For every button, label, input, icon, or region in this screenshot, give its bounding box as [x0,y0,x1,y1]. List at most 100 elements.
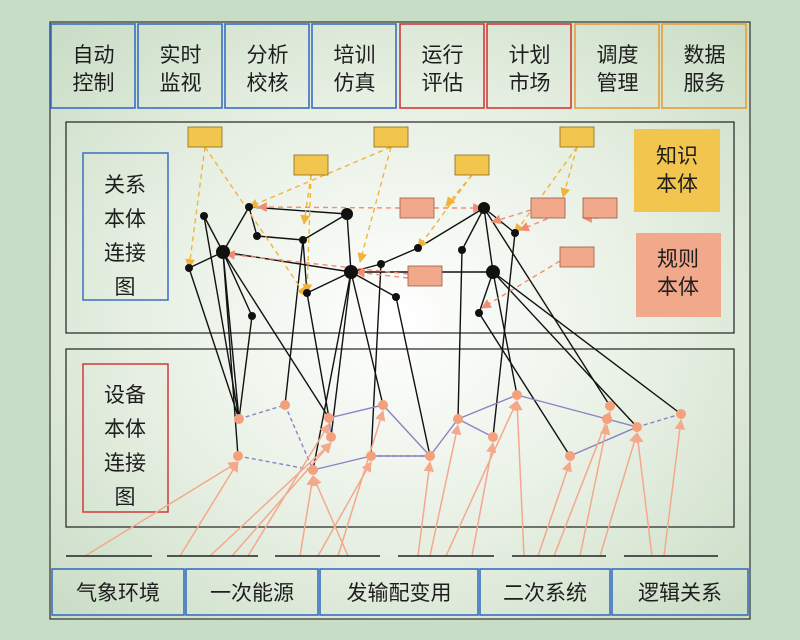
category-box [479,568,611,616]
category-arrow [311,475,349,557]
rule-arrow [519,211,565,232]
relation-node [458,246,466,254]
category-label: 气象环境 [76,581,160,605]
knowledge-arrow [248,146,392,209]
header-tab-line2: 仿真 [334,71,376,95]
header-tab-box [574,23,660,109]
device-edge [382,404,431,457]
knowledge-node [454,154,490,176]
device-edge-dashed [284,404,314,471]
relation-label-line: 连接 [104,241,146,265]
relation-label-line: 图 [115,275,136,299]
header-tab-line2: 控制 [73,71,115,95]
category-arrow [337,409,386,557]
category-arrow [231,442,332,557]
relation-device-edge [222,251,330,419]
relation-device-edge [238,315,253,420]
device-label-line: 设备 [104,383,146,407]
header-tab-box [661,23,747,109]
relation-edge [256,235,304,241]
header-tab-line1: 运行 [422,43,464,67]
header-tab-box [399,23,485,109]
device-node [512,390,522,400]
legend-rule-line: 规则 [657,247,699,271]
device-label-line: 图 [115,485,136,509]
header-tab-line2: 监视 [160,71,202,95]
legend-rule-box [636,233,721,317]
relation-device-edge [457,249,463,420]
device-label-line: 本体 [104,417,146,441]
knowledge-arrow [445,174,473,207]
knowledge-arrow [417,174,473,249]
category-label: 二次系统 [503,581,587,605]
header-tab-line2: 校核 [247,71,289,95]
knowledge-node [373,126,409,148]
device-node [308,465,318,475]
relation-device-edge [492,271,638,428]
relation-device-edge [306,292,330,419]
category-arrow [579,423,611,557]
relation-edge [417,207,485,249]
relation-device-edge [478,312,571,457]
rule-node [399,197,435,219]
header-tab-line2: 市场 [509,71,551,95]
device-node [425,451,435,461]
category-arrow [445,400,518,557]
device-node [366,451,376,461]
device-node [602,414,612,424]
header-tab-box [311,23,397,109]
device-node [280,400,290,410]
category-arrow [471,441,497,557]
relation-device-edge [350,271,384,406]
rule-node [530,197,566,219]
relation-device-edge [370,263,382,457]
category-arrow [84,461,239,557]
relation-node [200,212,208,220]
category-arrow [417,460,435,557]
device-node [326,432,336,442]
relation-node [478,202,490,214]
header-tab-line1: 自动 [73,43,115,67]
relation-edge [306,271,352,294]
rule-arrow [225,250,409,275]
device-node [488,432,498,442]
device-node [233,451,243,461]
rule-node [582,197,618,219]
legend-knowledge-line: 本体 [656,172,698,196]
relation-panel [65,121,735,334]
category-arrow [599,431,640,557]
relation-device-edge [312,271,352,471]
relation-device-edge [330,271,352,438]
relation-node [303,289,311,297]
relation-node [185,264,193,272]
device-edge-dashed [636,413,682,428]
device-label-box [82,363,169,513]
outer-frame [49,21,751,620]
bottom-categories: 气象环境一次能源发输配变用二次系统逻辑关系 [51,568,749,616]
rule-boxes [399,197,618,287]
header-tab-line1: 分析 [247,43,289,67]
relation-node [475,309,483,317]
device-edge-dashed [237,455,314,471]
relation-node [248,312,256,320]
knowledge-node [187,126,223,148]
knowledge-arrow [302,174,313,294]
header-tab-box [224,23,310,109]
header-tab-box [486,23,572,109]
device-edge [457,394,518,420]
relation-node [377,260,385,268]
relation-node [216,245,230,259]
legend-knowledge-box [634,129,720,212]
relation-device-edge [188,267,240,420]
category-label: 一次能源 [210,581,294,605]
relation-label-line: 本体 [104,207,146,231]
relation-edge [302,213,348,241]
category-arrow [429,423,462,557]
header-tab-line1: 调度 [597,43,639,67]
header-tab-box [50,23,136,109]
category-arrow [663,418,686,557]
rule-arrow [491,209,532,225]
